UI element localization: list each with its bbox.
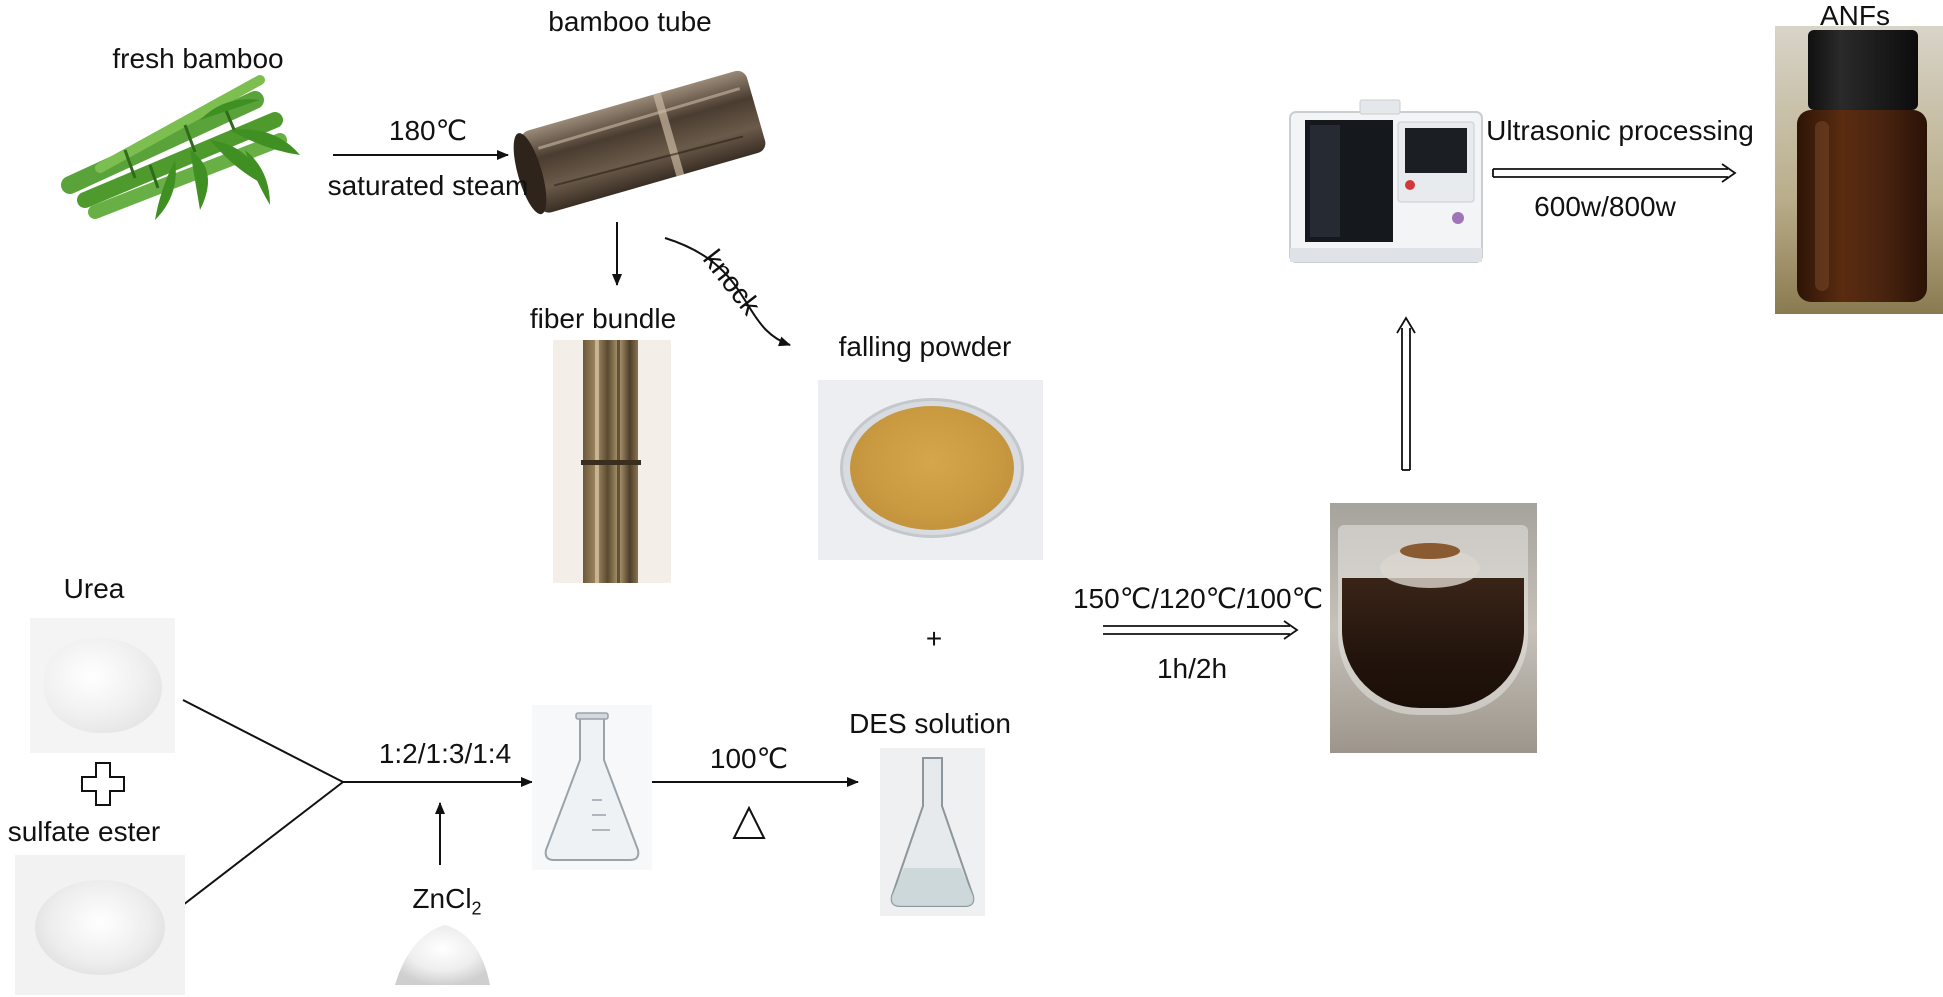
plus-outline-icon xyxy=(81,762,125,806)
fiber-bundle-image xyxy=(553,340,671,583)
urea-label: Urea xyxy=(63,573,125,604)
falling-powder-label: falling powder xyxy=(838,331,1012,362)
urea-image xyxy=(30,618,175,753)
ultrasonic-double-arrow xyxy=(1492,163,1737,183)
up-double-arrow xyxy=(1396,316,1416,471)
reaction-time-label: 1h/2h xyxy=(1156,653,1228,684)
reaction-beaker-image xyxy=(1330,503,1537,753)
des-solution-image xyxy=(880,748,985,916)
fiber-bundle-label: fiber bundle xyxy=(529,303,677,334)
saturated-steam-label: saturated steam xyxy=(327,170,529,201)
falling-powder-image xyxy=(818,380,1043,560)
des-solution-label: DES solution xyxy=(849,708,1011,739)
steam-temp-label: 180℃ xyxy=(388,115,468,146)
anfs-bottle-image xyxy=(1775,26,1943,314)
empty-flask-image xyxy=(532,705,652,870)
anfs-label: ANFs xyxy=(1820,0,1890,31)
sulfate-ester-image xyxy=(15,855,185,995)
ultrasonic-label: Ultrasonic processing xyxy=(1486,115,1754,146)
sulfate-merge-line xyxy=(182,781,344,906)
reaction-temps-label: 150℃/120℃/100℃ xyxy=(1072,583,1324,614)
knock-arrow xyxy=(664,237,791,347)
heat-triangle-icon xyxy=(732,805,766,839)
zncl2-label: ZnCl2 xyxy=(412,883,482,919)
plus-sign: + xyxy=(925,623,943,654)
ratio-label: 1:2/1:3/1:4 xyxy=(378,738,512,769)
des-temp-label: 100℃ xyxy=(709,743,789,774)
bamboo-tube-label: bamboo tube xyxy=(548,6,712,37)
sulfate-ester-label: sulfate ester xyxy=(7,816,161,847)
fresh-bamboo-label: fresh bamboo xyxy=(112,43,284,74)
reaction-double-arrow xyxy=(1103,620,1299,640)
urea-merge-line xyxy=(182,699,344,783)
power-label: 600w/800w xyxy=(1534,191,1676,222)
